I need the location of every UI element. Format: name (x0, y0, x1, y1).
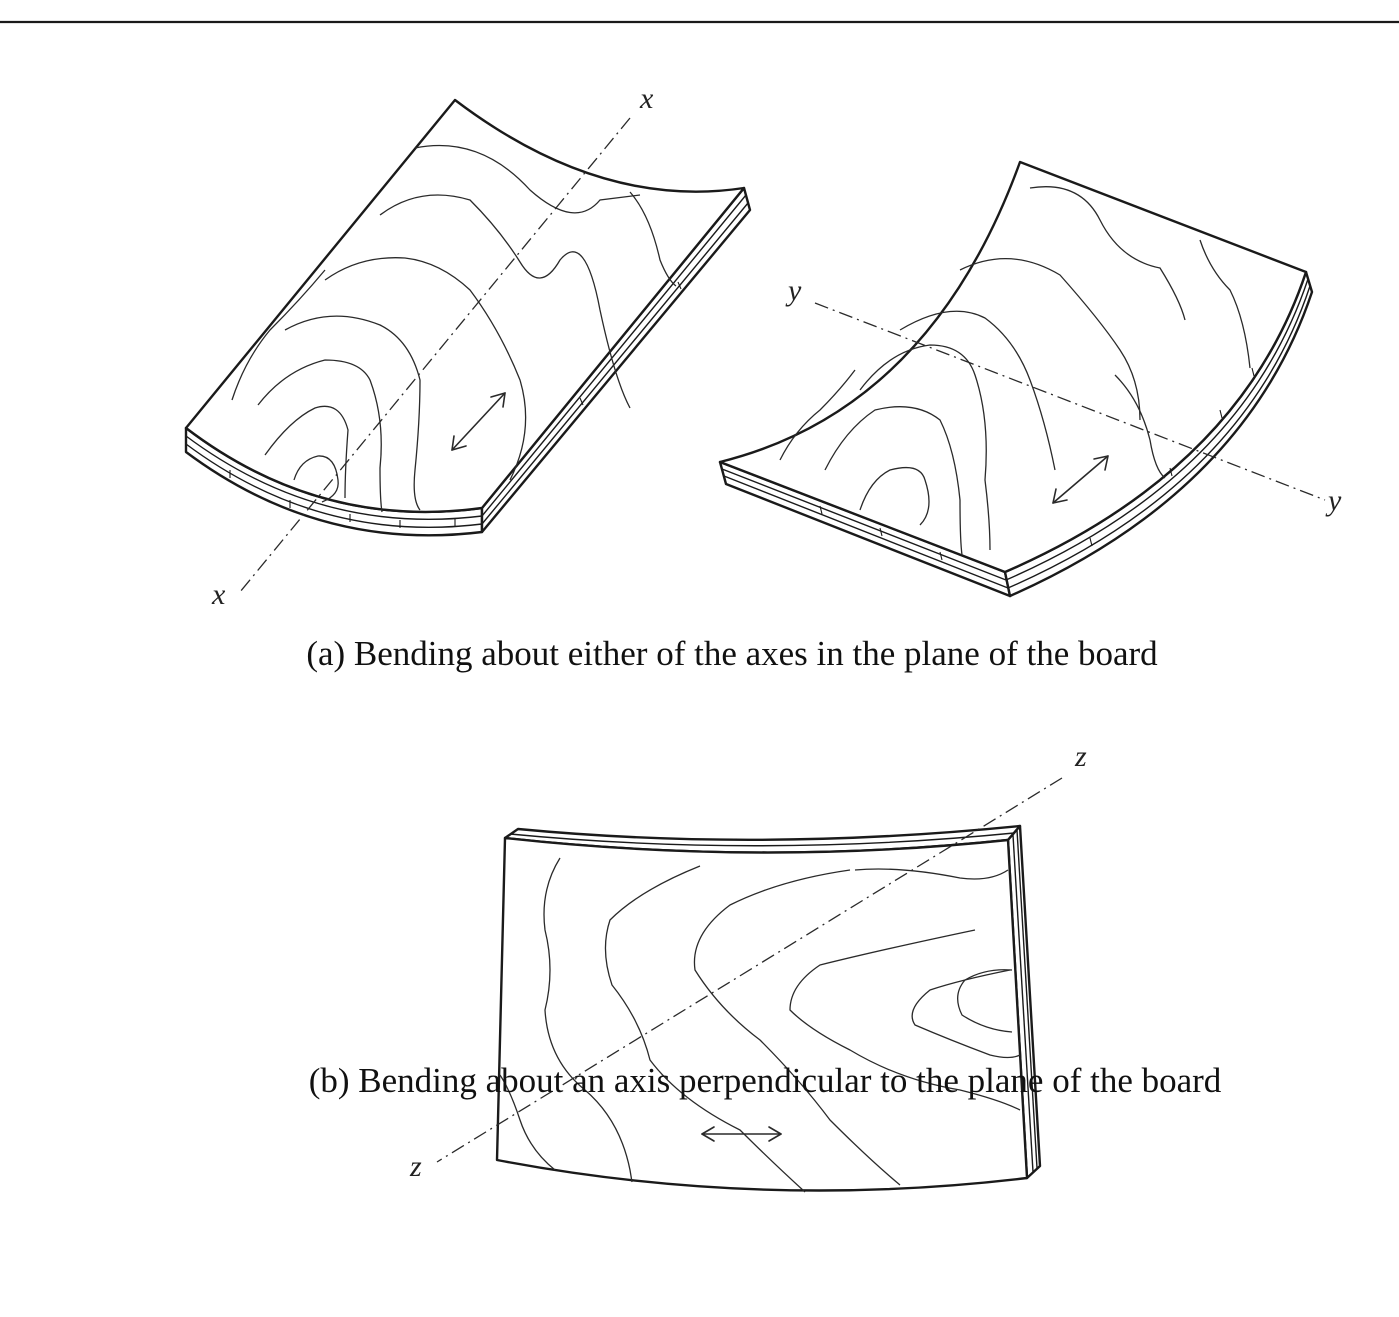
axis-x-line (239, 117, 631, 593)
axis-y-line (814, 302, 1326, 501)
caption-a: (a) Bending about either of the axes in … (306, 634, 1158, 673)
board-x-bending (184, 98, 752, 593)
axis-label-y-right: y (1325, 484, 1342, 517)
grain-direction-arrow-x (451, 392, 506, 451)
board-y-bending (718, 160, 1326, 598)
axis-label-x-top: x (639, 82, 654, 115)
grain-direction-arrow-y (1052, 455, 1109, 504)
axis-label-z-top: z (1074, 740, 1087, 773)
axis-z-line (436, 777, 1063, 1163)
grain-direction-arrow-z (701, 1126, 782, 1142)
caption-b: (b) Bending about an axis perpendicular … (309, 1061, 1222, 1100)
axis-label-z-bottom: z (409, 1150, 422, 1183)
board-y-top-face (718, 160, 1308, 574)
board-x-top-face (184, 98, 746, 514)
board-z-bending (436, 777, 1063, 1193)
axis-label-y-left: y (785, 274, 802, 307)
axis-label-x-bottom: x (211, 578, 226, 611)
board-z-face (495, 836, 1029, 1192)
